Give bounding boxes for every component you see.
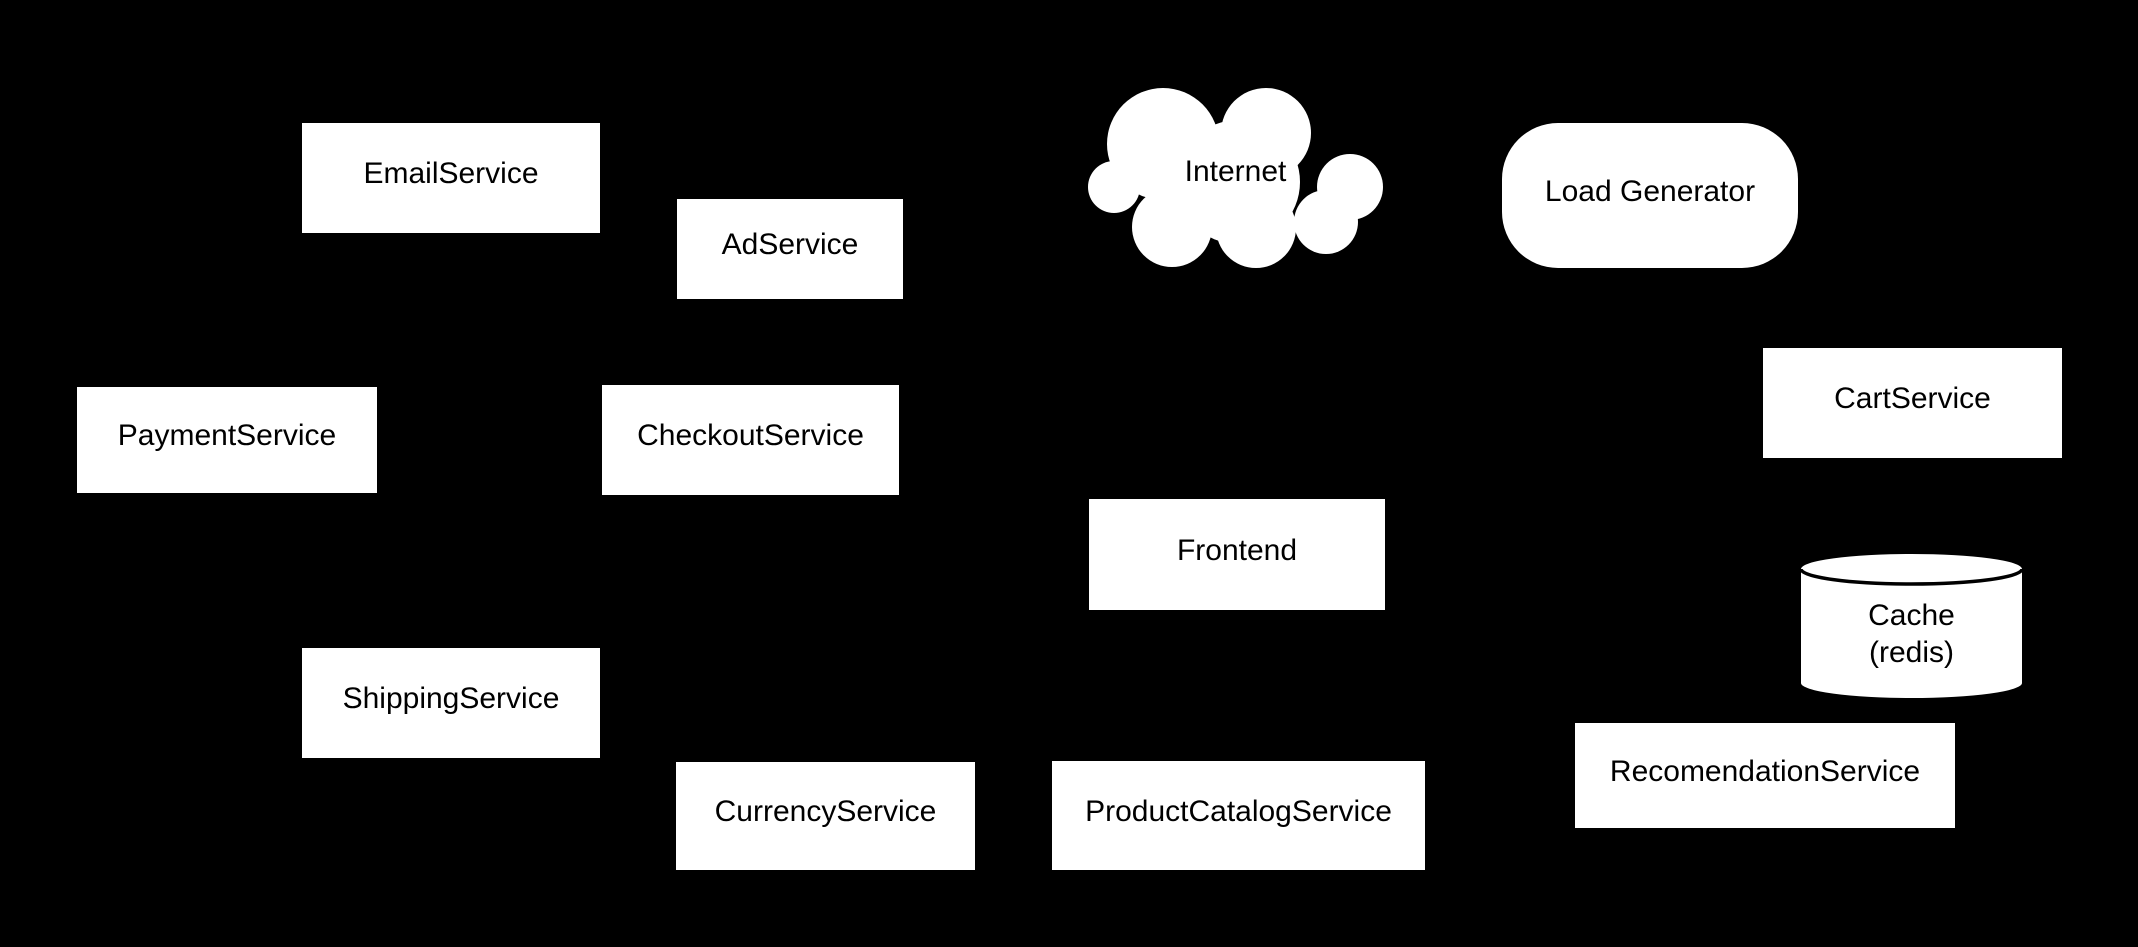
node-label: Load Generator: [1544, 174, 1756, 208]
node-shipping-service: ShippingService: [302, 648, 600, 758]
node-label: PaymentService: [117, 419, 337, 453]
node-internet: Internet: [1088, 87, 1383, 269]
node-label: ShippingService: [342, 682, 560, 716]
node-label-line-2: (redis): [1868, 636, 1954, 669]
node-load-generator: Load Generator: [1502, 123, 1798, 268]
node-label: ProductCatalogService: [1085, 794, 1392, 828]
node-checkout-service: CheckoutService: [602, 385, 899, 495]
node-frontend: Frontend: [1089, 499, 1385, 610]
node-currency-service: CurrencyService: [676, 762, 975, 870]
node-label-line-1: Cache: [1868, 598, 1955, 632]
node-product-catalog-service: ProductCatalogService: [1052, 761, 1425, 870]
node-label: CheckoutService: [637, 419, 864, 453]
node-payment-service: PaymentService: [77, 387, 377, 493]
node-label: Internet: [1184, 155, 1287, 189]
node-label: CartService: [1834, 382, 1991, 416]
node-cache-redis: Cache (redis): [1800, 552, 2023, 700]
node-ad-service: AdService: [677, 199, 903, 299]
node-label: EmailService: [363, 157, 539, 191]
node-email-service: EmailService: [302, 123, 600, 233]
cloud-icon: [1088, 88, 1383, 268]
node-recommendation-service: RecomendationService: [1575, 723, 1955, 828]
database-cylinder-icon: [1800, 554, 2023, 698]
node-label: RecomendationService: [1609, 754, 1921, 788]
node-label: AdService: [721, 228, 859, 262]
node-label: Frontend: [1176, 533, 1298, 567]
node-label: CurrencyService: [714, 795, 937, 829]
node-label: Cache (redis): [1868, 597, 1955, 672]
node-cart-service: CartService: [1763, 348, 2062, 458]
